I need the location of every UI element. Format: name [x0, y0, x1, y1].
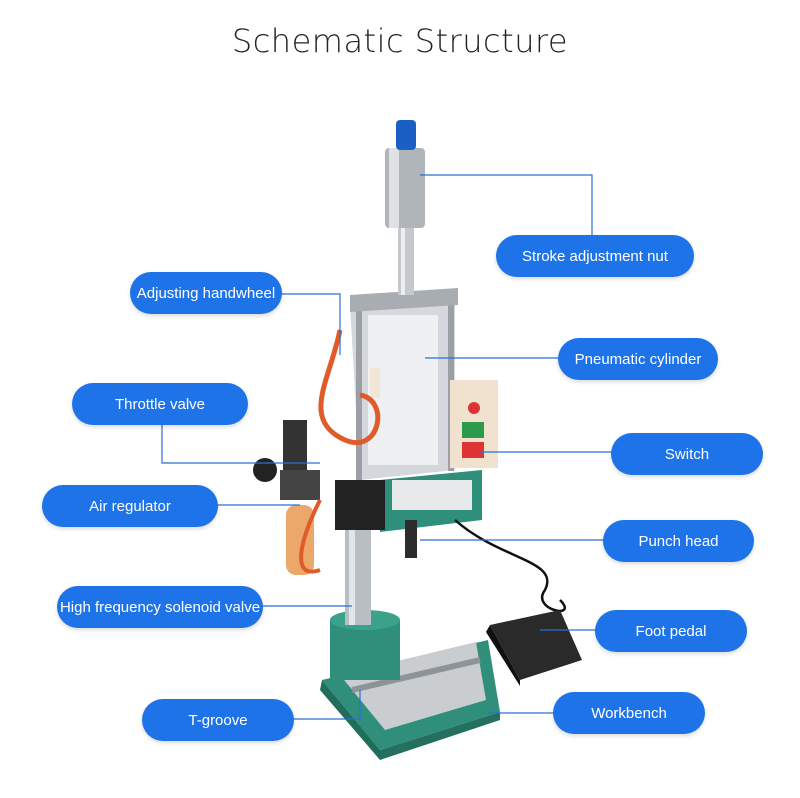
label-stroke-adjustment-nut: Stroke adjustment nut — [496, 235, 694, 277]
pedal-illustration — [490, 610, 582, 680]
leader-lines — [161, 174, 612, 720]
diagram-title: Schematic Structure — [231, 22, 569, 60]
cylinder-illustration — [350, 288, 458, 480]
workbench-illustration — [320, 610, 500, 760]
label-high-frequency-solenoid-valve: High frequency solenoid valve — [57, 586, 263, 628]
regulator-illustration — [253, 420, 320, 575]
label-air-regulator: Air regulator — [42, 485, 218, 527]
label-pneumatic-cylinder: Pneumatic cylinder — [558, 338, 718, 380]
label-adjusting-handwheel: Adjusting handwheel — [130, 272, 282, 314]
label-throttle-valve: Throttle valve — [72, 383, 248, 425]
switch-illustration — [450, 380, 498, 468]
label-foot-pedal: Foot pedal — [595, 610, 747, 652]
label-t-groove: T-groove — [142, 699, 294, 741]
label-switch: Switch — [611, 433, 763, 475]
solenoid-illustration — [335, 480, 385, 530]
label-punch-head: Punch head — [603, 520, 754, 562]
label-workbench: Workbench — [553, 692, 705, 734]
